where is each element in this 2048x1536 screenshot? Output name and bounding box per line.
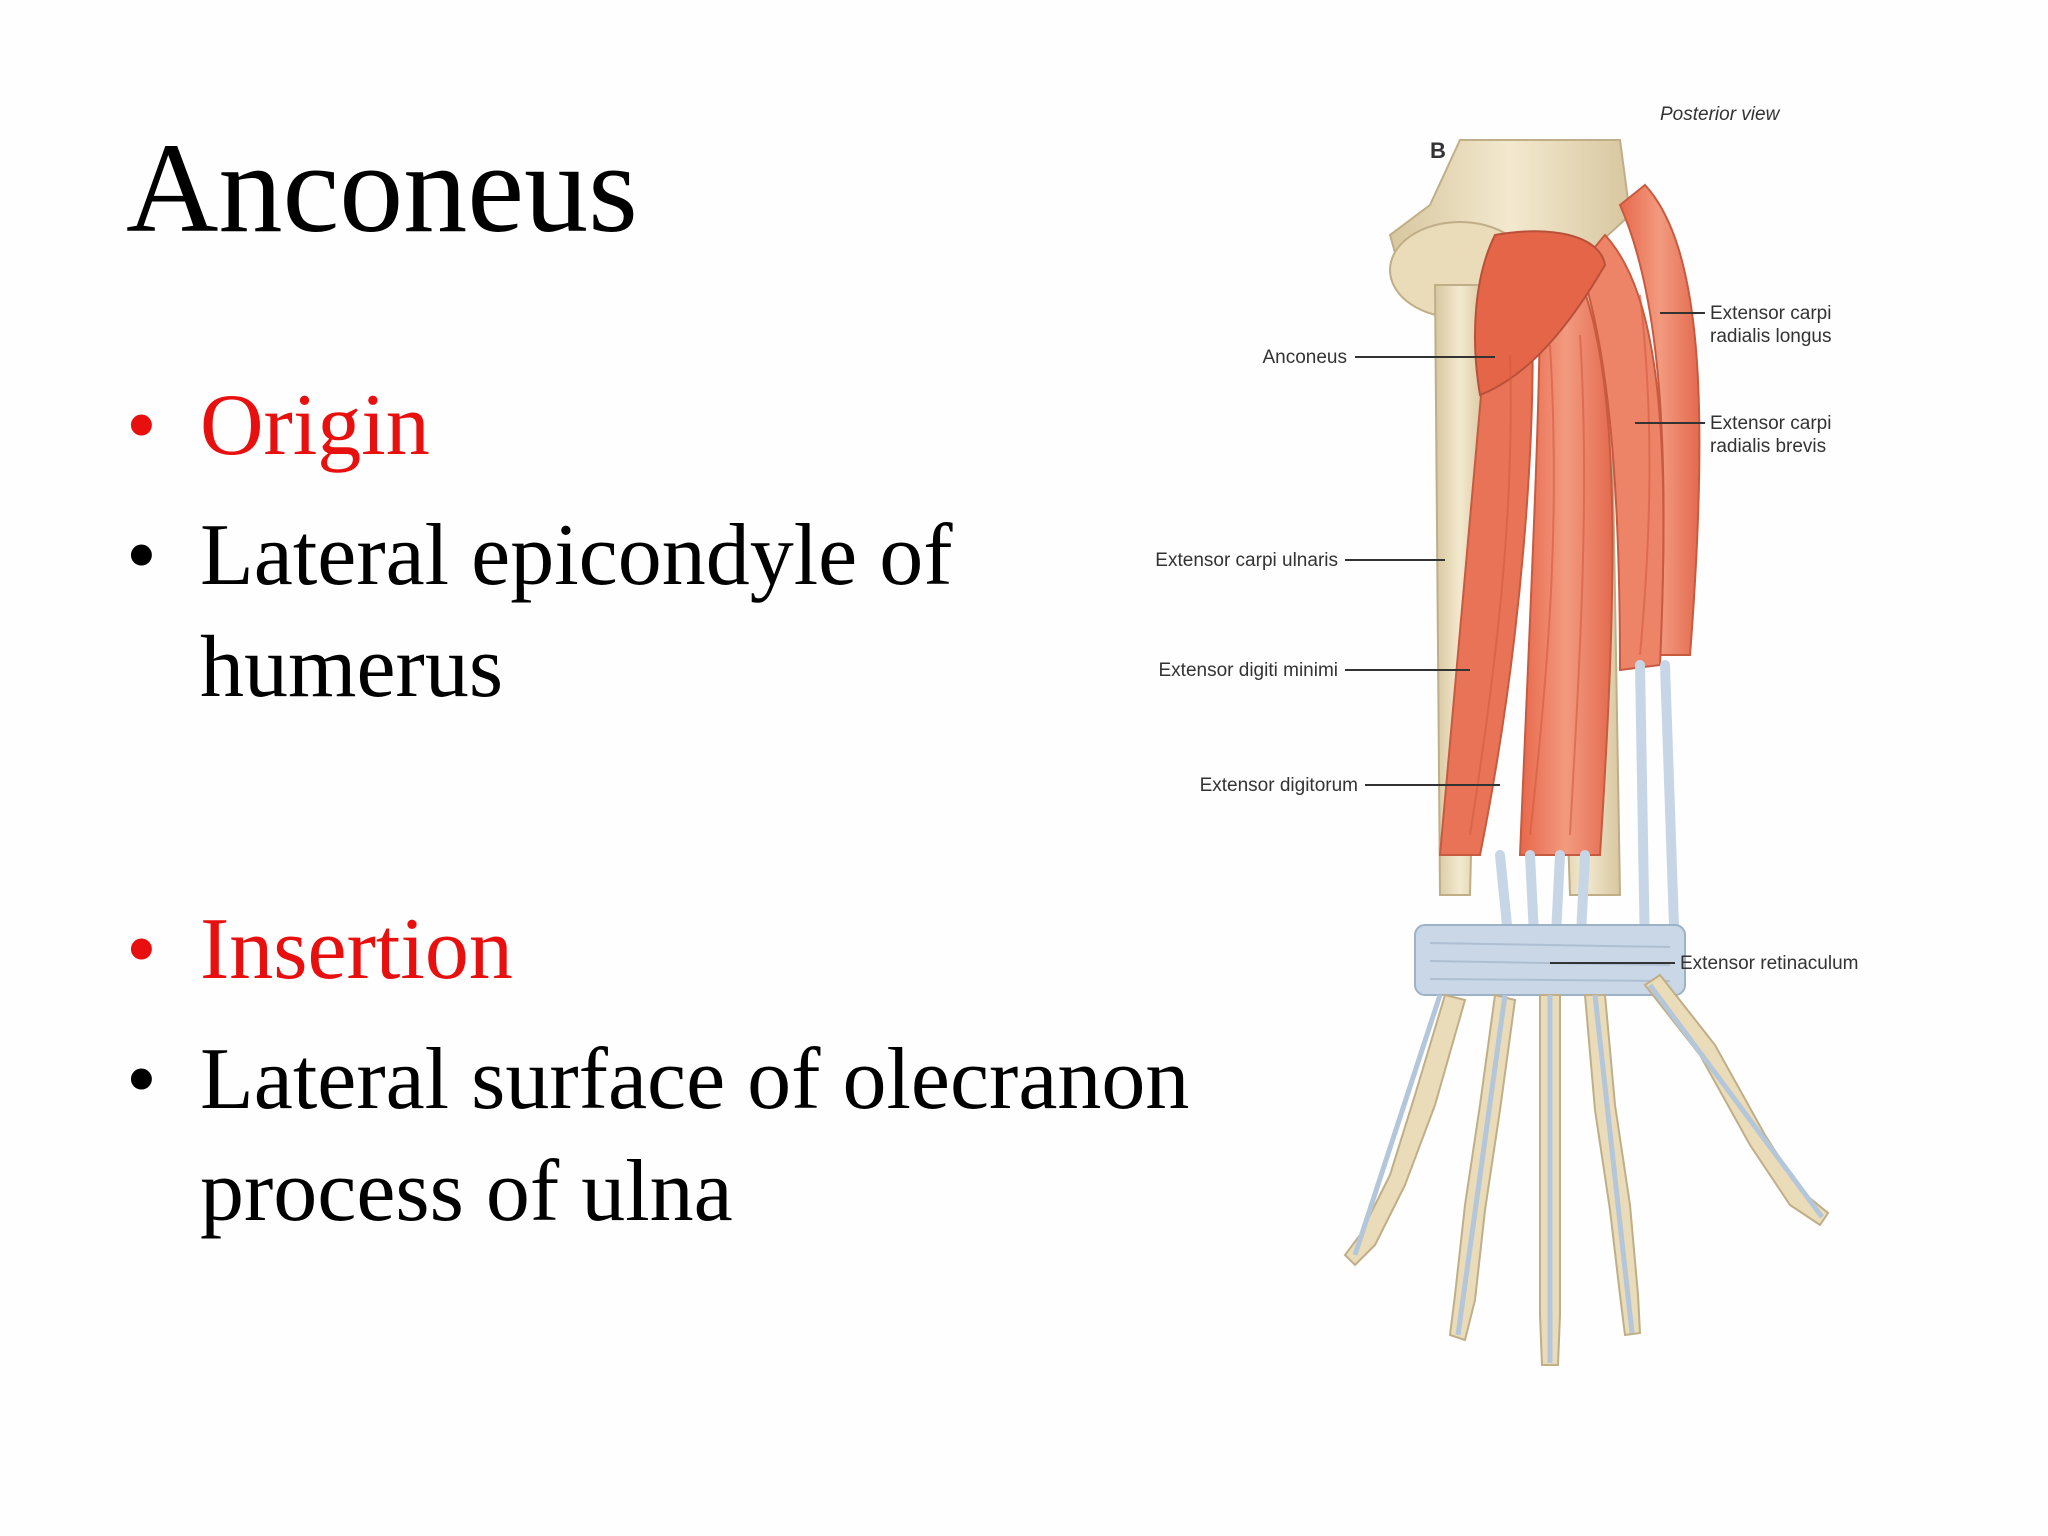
label-ecrb-line1: Extensor carpi: [1710, 413, 1831, 434]
label-ed: Extensor digitorum: [1200, 775, 1358, 796]
bullet-insertion-text: • Lateral surface of olecranon process o…: [126, 1024, 1256, 1248]
muscle-fiber-lines: [1469, 294, 1651, 836]
bullet-marker: •: [126, 901, 157, 998]
finger-tendons: [1352, 983, 1825, 1363]
bullet-origin-text: • Lateral epicondyle of humerus: [126, 500, 1256, 724]
label-ecrb-line2: radialis brevis: [1710, 436, 1826, 457]
extensor-carpi-radialis-longus-muscle: [1618, 183, 1701, 656]
label-ecrl-line2: radialis longus: [1710, 326, 1831, 347]
label-ecrl-line1: Extensor carpi: [1710, 303, 1831, 324]
bullet-marker: •: [126, 507, 157, 604]
slide-title: Anconeus: [126, 117, 638, 259]
insertion-description: Lateral surface of olecranon process of …: [200, 1031, 1190, 1240]
forearm-posterior-illustration: B Posterior view Extensor carpi radialis…: [1155, 104, 1858, 1366]
label-ecu: Extensor carpi ulnaris: [1155, 550, 1338, 571]
bullet-insertion-heading: • Insertion: [126, 894, 1256, 1006]
panel-letter: B: [1430, 138, 1446, 163]
view-label: Posterior view: [1660, 104, 1781, 125]
label-edm: Extensor digiti minimi: [1159, 660, 1339, 681]
bullet-marker: •: [126, 377, 157, 474]
hand-bones: [1343, 973, 1830, 1366]
label-anconeus: Anconeus: [1262, 347, 1347, 368]
origin-heading: Origin: [200, 377, 430, 474]
extensor-carpi-ulnaris-muscle: [1438, 263, 1534, 856]
bullet-marker: •: [126, 1031, 157, 1128]
bullet-origin-heading: • Origin: [126, 370, 1256, 482]
extensor-tendons: [1495, 660, 1680, 960]
anconeus-muscle: [1474, 230, 1607, 397]
label-leader-lines: [1345, 312, 1705, 964]
label-retinaculum: Extensor retinaculum: [1680, 953, 1858, 974]
origin-description: Lateral epicondyle of humerus: [200, 507, 953, 716]
insertion-heading: Insertion: [200, 901, 513, 998]
